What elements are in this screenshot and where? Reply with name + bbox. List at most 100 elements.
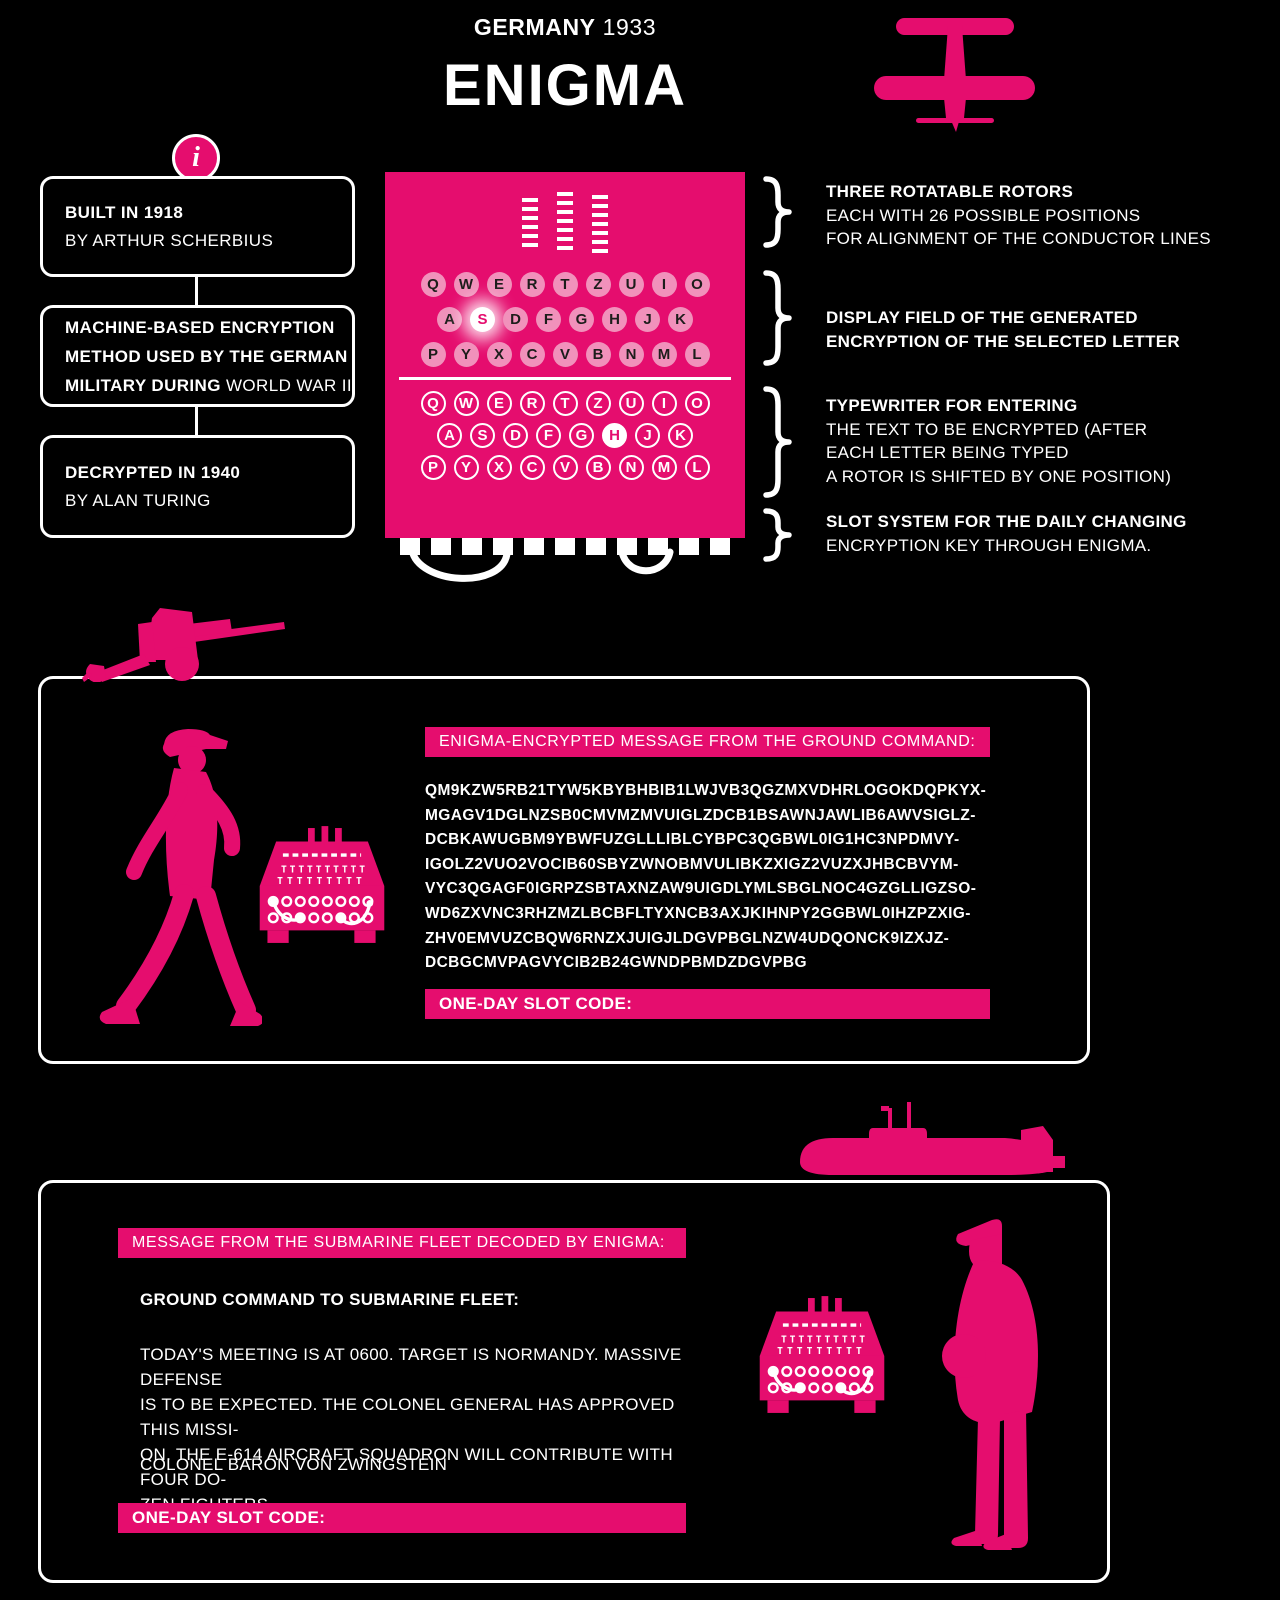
ground-message-header-bar: ENIGMA-ENCRYPTED MESSAGE FROM THE GROUND… [425,727,990,757]
officer-icon [942,1219,1038,1550]
timeline-text: METHOD USED BY THE GERMAN [65,346,348,366]
timeline-text: MACHINE-BASED ENCRYPTION [65,317,335,337]
key-c: C [519,342,545,367]
annotation-rotors: THREE ROTATABLE ROTORS EACH WITH 26 POSS… [762,176,1211,251]
submarine-message-header: MESSAGE FROM THE SUBMARINE FLEET DECODED… [132,1234,665,1251]
rotor-icon [557,192,573,255]
text-line: EACH WITH 26 POSSIBLE POSITIONS [826,205,1141,225]
brace-icon [763,270,792,366]
rotor-icon [522,198,538,248]
enigma-machine-icon: TTTTTTTTTT TTTTTTTTT [259,826,385,943]
text-line: ENCRYPTION KEY THROUGH ENIGMA. [826,535,1152,555]
key-x: X [486,342,512,367]
text-line: WD6ZXVNC3RHZMZLBCBFLTYXNCB3AXJKIHNPY2GGB… [425,904,971,922]
key-t: T [552,272,578,297]
text-line: QM9KZW5RB21TYW5KBYBHBIB1LWJVB3QGZMXVDHRL… [425,782,987,799]
text-line: DCBKAWUGBM9YBWFUZGLLLIBLCYBPC3QGBWL0IG1H… [425,831,960,849]
timeline-box-built: BUILT IN 1918 BY ARTHUR SCHERBIUS [40,176,355,277]
key-s: S [470,307,495,332]
slot-code-label: ONE-DAY SLOT CODE: [132,1508,326,1527]
key-h: H [602,423,627,448]
key-y: Y [453,342,479,367]
brace-icon [763,508,792,562]
annotation-title: THREE ROTATABLE ROTORS [826,182,1074,201]
annotation-title: DISPLAY FIELD OF THE GENERATED [826,308,1138,327]
key-o: O [684,272,710,297]
svg-text:TTTTTTTTT: TTTTTTTTT [777,1346,866,1357]
key-x: X [486,455,512,480]
annotation-lines: THE TEXT TO BE ENCRYPTED (AFTER EACH LETT… [826,418,1171,489]
key-a: A [437,307,462,332]
text-line: ON. THE E-614 AIRCRAFT SQUADRON WILL CON… [140,1445,673,1489]
page-title: ENIGMA [443,53,687,118]
kicker-country: GERMANY [473,14,596,40]
annotation-lines: ENCRYPTION OF THE SELECTED LETTER [826,330,1180,354]
timeline-text: BY ARTHUR SCHERBIUS [65,230,274,250]
brace-icon [763,386,792,498]
key-p: P [420,342,446,367]
info-icon: i [172,134,220,182]
timeline-text: MILITARY DURING WORLD WAR II [65,371,352,400]
message-body: TODAY'S MEETING IS AT 0600. TARGET IS NO… [140,1342,700,1517]
timeline-connector [195,277,198,305]
annotation-typewriter: TYPEWRITER FOR ENTERING THE TEXT TO BE E… [762,386,1171,498]
rotors [385,192,745,255]
annotation-slots: SLOT SYSTEM FOR THE DAILY CHANGING ENCRY… [762,508,1187,562]
key-d: D [503,423,528,448]
annotation-title: TYPEWRITER FOR ENTERING [826,396,1078,415]
key-b: B [585,455,611,480]
kicker: GERMANY 1933 [380,14,750,41]
key-r: R [519,391,545,416]
svg-text:TTTTTTTTTT: TTTTTTTTTT [281,864,368,875]
slot-cables-icon [408,546,674,582]
cannon-icon [82,608,285,682]
ground-slot-code-bar: ONE-DAY SLOT CODE: [425,989,990,1019]
text-line: FOR ALIGNMENT OF THE CONDUCTOR LINES [826,229,1211,248]
text-line: EACH LETTER BEING TYPED [826,443,1069,462]
key-v: V [552,342,578,367]
text-line: IGOLZ2VUO2VOCIB60SBYZWNOBMVULIBKZXIGZ2VU… [425,855,959,873]
annotation-lines: EACH WITH 26 POSSIBLE POSITIONS FOR ALIGN… [826,204,1211,251]
key-s: S [470,423,495,448]
ground-message-header: ENIGMA-ENCRYPTED MESSAGE FROM THE GROUND… [439,733,976,750]
brace-icon [763,176,792,248]
text-line: VYC3QGAGF0IGRPZSBTAXNZAW9UIGDLYMLSBGLNOC… [425,880,977,898]
key-p: P [420,455,446,480]
key-f: F [536,307,561,332]
key-m: M [651,455,677,480]
info-icon-glyph: i [192,142,200,173]
key-w: W [453,391,479,416]
key-w: W [453,272,479,297]
timeline-box-decrypted: DECRYPTED IN 1940 BY ALAN TURING [40,435,355,538]
message-salutation: GROUND COMMAND TO SUBMARINE FLEET: [140,1290,520,1309]
key-a: A [437,423,462,448]
text-line: IS TO BE EXPECTED. THE COLONEL GENERAL H… [140,1395,675,1439]
text-line: THE TEXT TO BE ENCRYPTED (AFTER [826,419,1148,439]
key-i: I [651,272,677,297]
panel-divider [399,377,731,380]
text-line: DCBGCMVPAGVYCIB2B24GWNDPBMDZDGVPBG [425,954,807,972]
timeline-text: DECRYPTED IN 1940 [65,462,241,482]
timeline-text: BUILT IN 1918 [65,202,184,222]
annotation-title: SLOT SYSTEM FOR THE DAILY CHANGING [826,512,1187,531]
key-c: C [519,455,545,480]
text-line: TODAY'S MEETING IS AT 0600. TARGET IS NO… [140,1345,682,1389]
key-q: Q [420,391,446,416]
timeline-text: BY ALAN TURING [65,490,211,510]
slot-code-label: ONE-DAY SLOT CODE: [439,994,633,1013]
slot-system [400,538,730,555]
enigma-machine-icon: TTTTTTTTTT TTTTTTTTT [759,1296,885,1413]
text-line: ZHV0EMVUZCBQW6RNZXJUIGJLDGVPBGLNZW4UDQON… [425,929,950,947]
key-i: I [651,391,677,416]
key-f: F [536,423,561,448]
annotation-display: DISPLAY FIELD OF THE GENERATED ENCRYPTIO… [762,270,1180,366]
